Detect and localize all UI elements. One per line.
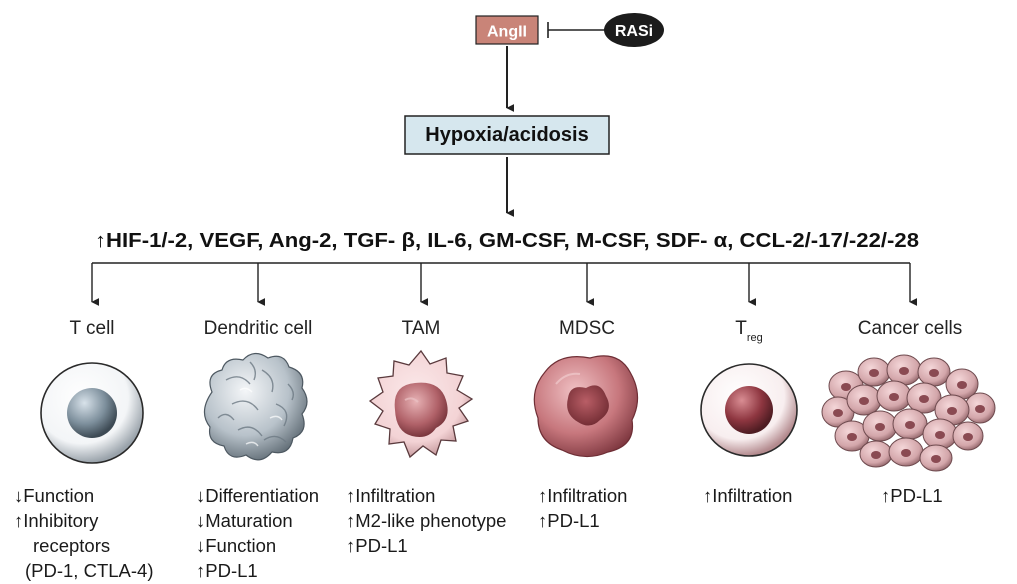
effects-cancer: ↑PD-L1 <box>881 485 943 506</box>
rasi-oval <box>604 13 664 47</box>
effect-line: ↓Function <box>14 485 94 506</box>
effect-line: (PD-1, CTLA-4) <box>25 560 154 581</box>
angii-label: AngII <box>487 24 527 41</box>
branch-connector <box>91 262 918 306</box>
angii-node: AngII <box>475 15 539 45</box>
effect-line: ↓Maturation <box>196 510 293 531</box>
effects-treg: ↑Infiltration <box>703 485 792 506</box>
effect-line: ↑Infiltration <box>538 485 627 506</box>
dendritic-cell-illustration <box>203 352 308 461</box>
effect-line: ↑PD-L1 <box>538 510 600 531</box>
rasi-node: RASi <box>604 13 664 47</box>
rasi-label: RASi <box>615 23 653 40</box>
cell-label-treg: Treg <box>735 318 763 344</box>
effects-tam: ↑Infiltration ↑M2-like phenotype ↑PD-L1 <box>346 485 506 556</box>
effect-line: receptors <box>33 535 110 556</box>
hypoxia-box <box>404 115 610 155</box>
t-cell-illustration <box>40 362 144 464</box>
cell-label-mdsc: MDSC <box>559 318 615 339</box>
angii-box <box>475 15 539 45</box>
effect-line: ↑Infiltration <box>346 485 435 506</box>
tam-illustration <box>368 349 474 459</box>
cell-label-cancer: Cancer cells <box>858 318 963 339</box>
effect-line: ↓Function <box>196 535 276 556</box>
hypoxia-label: Hypoxia/acidosis <box>425 124 588 146</box>
effects-dendritic: ↓Differentiation ↓Maturation ↓Function ↑… <box>196 485 319 581</box>
effects-mdsc: ↑Infiltration ↑PD-L1 <box>538 485 627 531</box>
cytokine-list: ↑HIF-1/-2, VEGF, Ang-2, TGF- β, IL-6, GM… <box>95 230 919 252</box>
mdsc-illustration <box>533 355 639 458</box>
effect-line: ↑PD-L1 <box>346 535 408 556</box>
effect-line: ↑Inhibitory <box>14 510 99 531</box>
effect-line: ↓Differentiation <box>196 485 319 506</box>
cell-label-tam: TAM <box>402 318 441 339</box>
cell-label-dendritic: Dendritic cell <box>204 318 313 339</box>
treg-illustration <box>700 363 798 457</box>
hypoxia-node: Hypoxia/acidosis <box>404 115 610 155</box>
cancer-cells-illustration <box>821 354 996 472</box>
effect-line: ↑Infiltration <box>703 485 792 506</box>
effect-line: ↑PD-L1 <box>196 560 258 581</box>
treg-label-sub: reg <box>747 332 763 344</box>
effect-line: ↑PD-L1 <box>881 485 943 506</box>
treg-label-main: T <box>735 318 747 339</box>
inhibition-connector <box>547 22 606 38</box>
cell-label-t-cell: T cell <box>69 318 114 339</box>
effect-line: ↑M2-like phenotype <box>346 510 506 531</box>
effects-t-cell: ↓Function ↑Inhibitory receptors (PD-1, C… <box>14 485 154 581</box>
